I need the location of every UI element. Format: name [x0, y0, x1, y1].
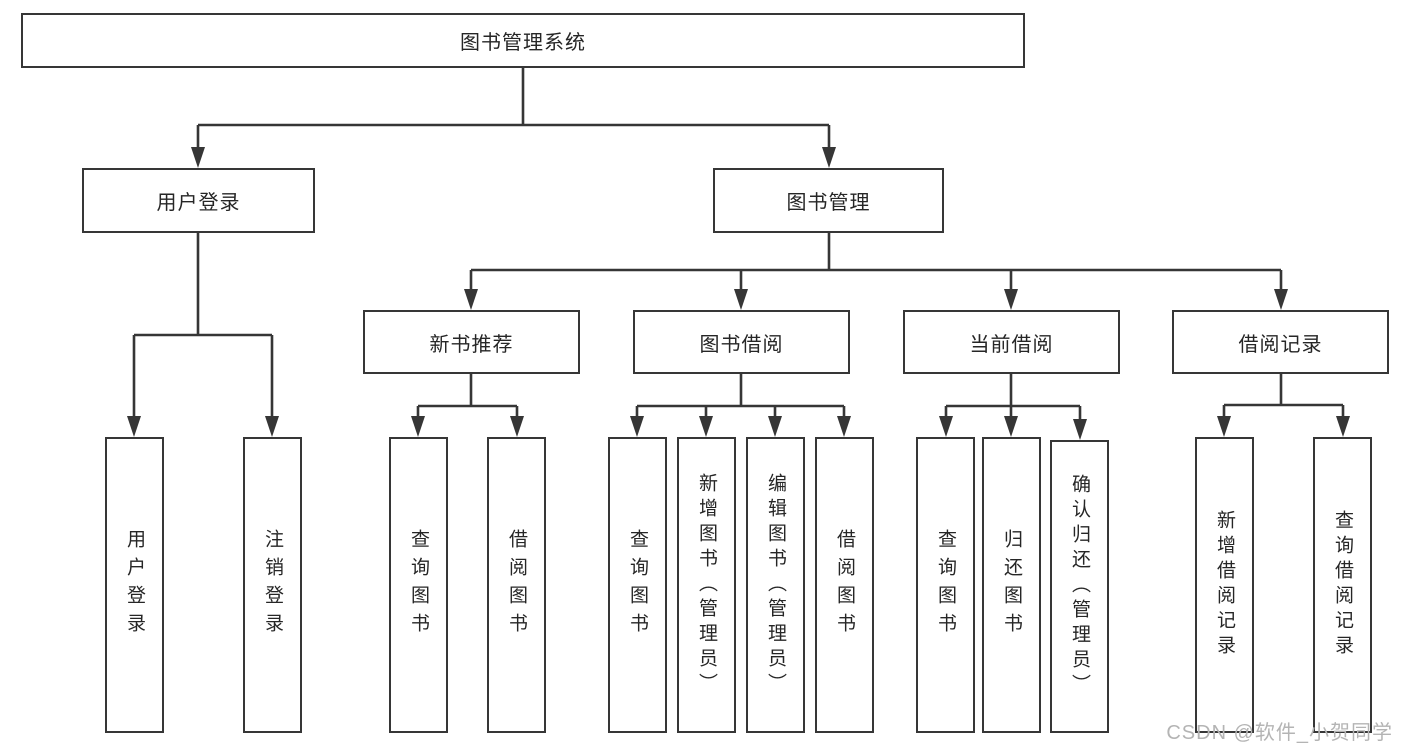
arrowhead: [1004, 416, 1018, 437]
leaf-edit-books-admin: 编辑图书（管理员）: [746, 437, 805, 733]
node-label: 查询图书: [935, 529, 956, 641]
leaf-add-books-admin: 新增图书（管理员）: [677, 437, 736, 733]
leaf-query-books-3: 查询图书: [916, 437, 975, 733]
node-user-login: 用户登录: [82, 168, 315, 233]
node-label: 归还图书: [1001, 529, 1022, 641]
arrowhead: [127, 416, 141, 437]
arrowhead: [699, 416, 713, 437]
node-label: 借阅图书: [834, 529, 855, 641]
node-book-management: 图书管理: [713, 168, 944, 233]
arrowhead: [411, 416, 425, 437]
leaf-query-books-2: 查询图书: [608, 437, 667, 733]
node-label: 新增借阅记录: [1214, 510, 1235, 660]
node-label: 借阅图书: [506, 529, 527, 641]
leaf-query-books-1: 查询图书: [389, 437, 448, 733]
arrowhead: [1073, 419, 1087, 440]
node-label: 图书借阅: [699, 333, 784, 356]
leaf-confirm-return-admin: 确认归还（管理员）: [1050, 440, 1109, 733]
leaf-query-borrow-record: 查询借阅记录: [1313, 437, 1372, 733]
node-label: 查询借阅记录: [1332, 510, 1353, 660]
arrowhead: [1274, 289, 1288, 310]
node-borrow-records: 借阅记录: [1172, 310, 1389, 374]
node-label: 当前借阅: [969, 333, 1054, 356]
node-label: 用户登录: [156, 192, 241, 214]
leaf-return-books: 归还图书: [982, 437, 1041, 733]
leaf-borrow-books-2: 借阅图书: [815, 437, 874, 733]
arrowhead: [191, 147, 205, 168]
node-label: 查询图书: [627, 529, 648, 641]
node-label: 注销登录: [262, 529, 283, 641]
node-library-system: 图书管理系统: [21, 13, 1025, 68]
arrowhead: [822, 147, 836, 168]
node-label: 用户登录: [124, 529, 145, 641]
node-book-borrow: 图书借阅: [633, 310, 850, 374]
node-label: 确认归还（管理员）: [1069, 474, 1090, 699]
leaf-borrow-books-1: 借阅图书: [487, 437, 546, 733]
arrowhead: [265, 416, 279, 437]
node-label: 编辑图书（管理员）: [765, 472, 786, 698]
csdn-watermark: CSDN @软件_小贺同学: [1166, 722, 1393, 744]
arrowhead: [939, 416, 953, 437]
arrowhead: [734, 289, 748, 310]
node-label: 新书推荐: [429, 333, 514, 356]
node-new-book-recommend: 新书推荐: [363, 310, 580, 374]
arrowhead: [1004, 289, 1018, 310]
node-label: 查询图书: [408, 529, 429, 641]
node-label: 图书管理: [786, 192, 871, 214]
leaf-add-borrow-record: 新增借阅记录: [1195, 437, 1254, 733]
node-label: 新增图书（管理员）: [696, 472, 717, 698]
node-label: 图书管理系统: [460, 32, 586, 54]
arrowhead: [510, 416, 524, 437]
arrowhead: [837, 416, 851, 437]
arrowhead: [1336, 416, 1350, 437]
node-current-borrow: 当前借阅: [903, 310, 1120, 374]
arrowhead: [768, 416, 782, 437]
node-label: 借阅记录: [1238, 333, 1323, 356]
arrowhead: [1217, 416, 1231, 437]
arrowhead: [630, 416, 644, 437]
leaf-logout: 注销登录: [243, 437, 302, 733]
leaf-user-login: 用户登录: [105, 437, 164, 733]
arrowhead: [464, 289, 478, 310]
